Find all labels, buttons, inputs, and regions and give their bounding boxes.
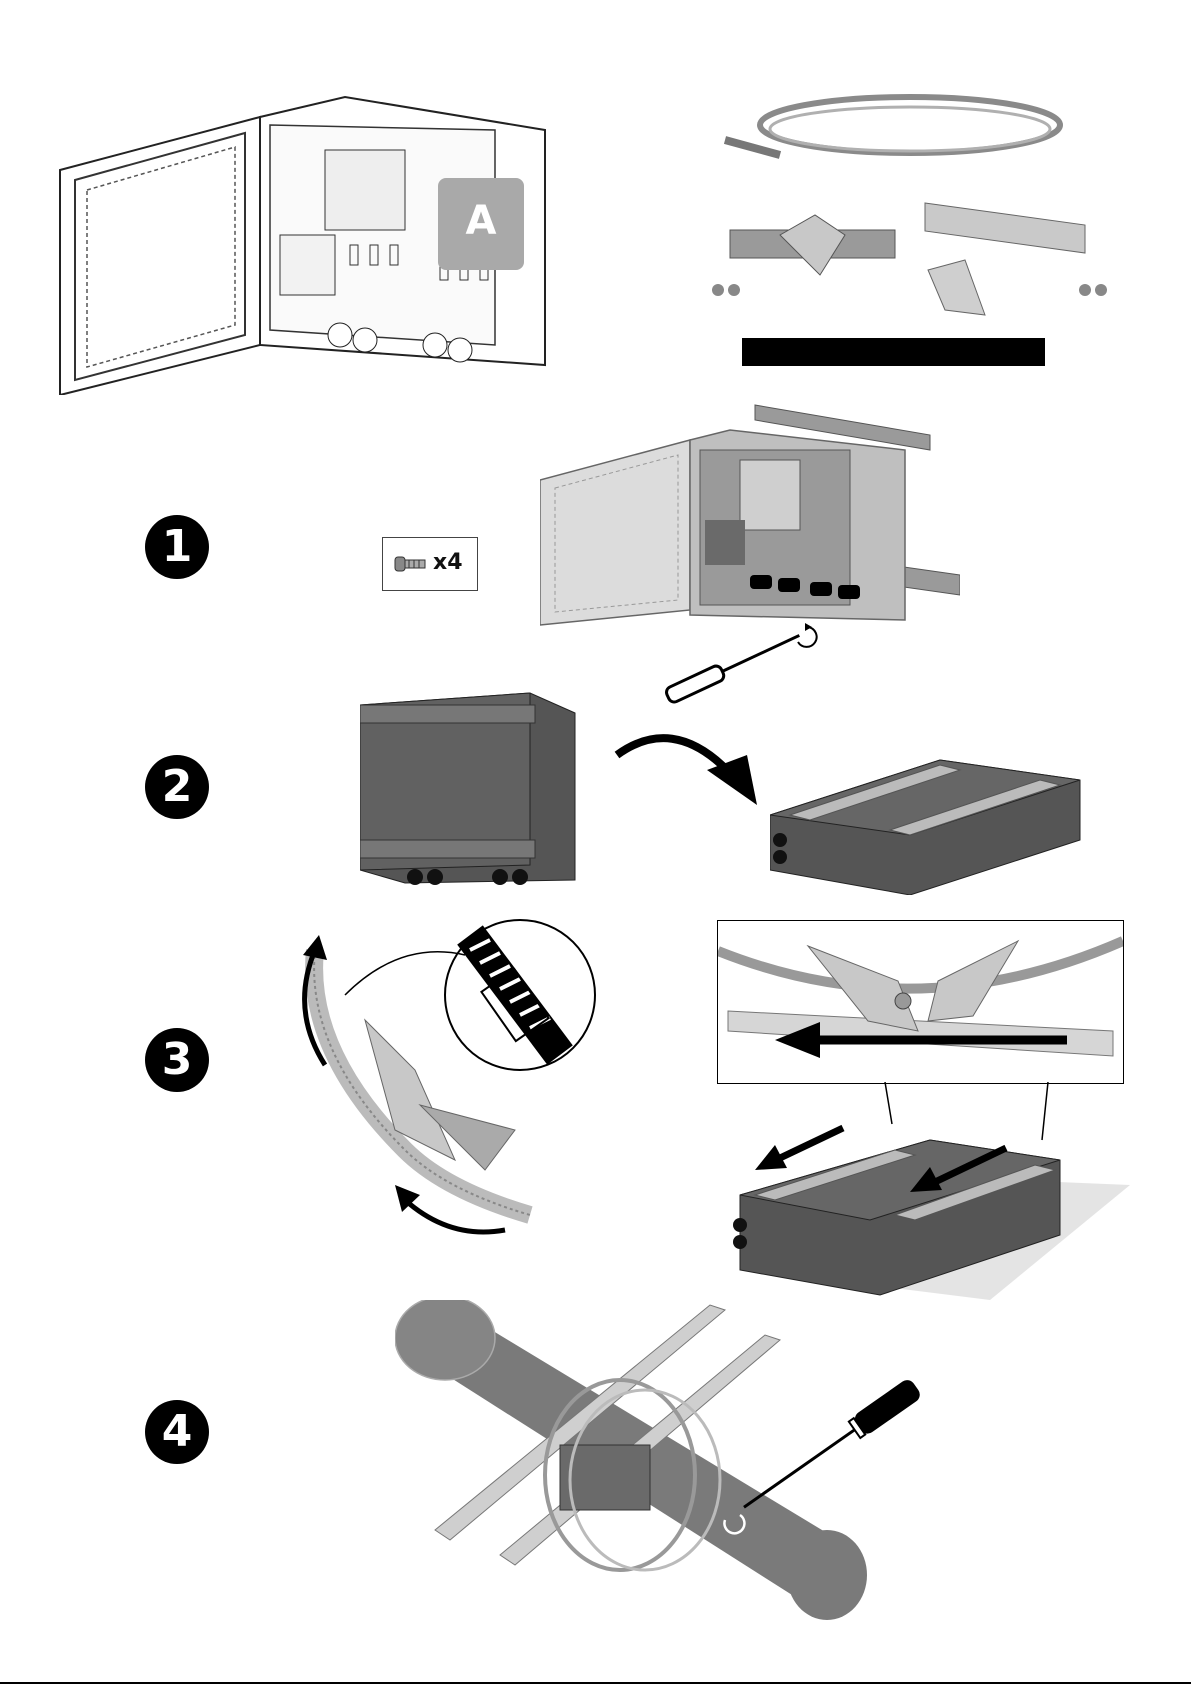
redacted-bar (742, 338, 1045, 366)
slide-arrow-left-rail-icon (755, 1120, 847, 1172)
step-number-1: 1 (145, 515, 209, 579)
step-number-3: 3 (145, 1028, 209, 1092)
callout-a-label: A (438, 198, 524, 244)
step2-closed-enclosure (360, 685, 580, 890)
rotate-arrow-down-icon (390, 1180, 510, 1240)
flip-arrow-icon (612, 725, 772, 805)
slide-arrow-right-rail-icon (910, 1140, 1010, 1195)
magnifier-leader-lines (340, 940, 470, 1000)
screw-quantity-badge: x4 (382, 537, 478, 591)
step-number-4: 4 (145, 1400, 209, 1464)
screw-quantity-label: x4 (433, 550, 463, 575)
page-bottom-rule (0, 1682, 1191, 1684)
rotate-arrow-icon (793, 622, 823, 652)
step-number-2: 2 (145, 755, 209, 819)
slide-arrow-icon (775, 1020, 1070, 1060)
step2-flipped-enclosure (770, 755, 1085, 895)
mounting-kit-parts (700, 85, 1120, 335)
screw-icon (393, 552, 427, 576)
rotate-arrow-up-icon (285, 930, 335, 1070)
screwdriver-icon (725, 1375, 935, 1520)
